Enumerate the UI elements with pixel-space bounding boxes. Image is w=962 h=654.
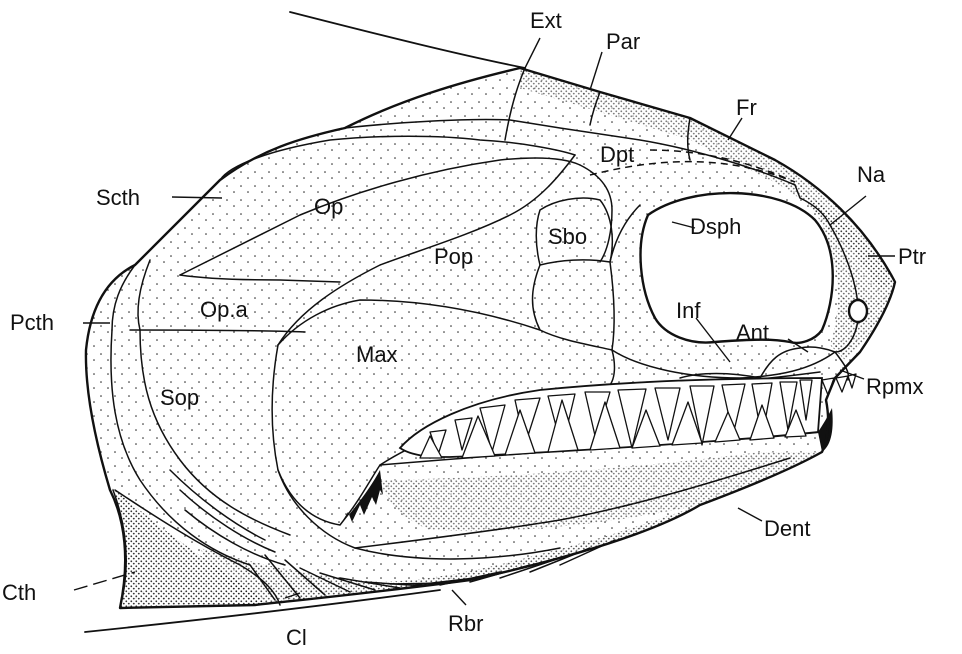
- label-dpt: Dpt: [600, 142, 634, 167]
- label-op: Op: [314, 194, 343, 219]
- label-fr: Fr: [736, 95, 757, 120]
- dorsal-body-line: [290, 12, 525, 68]
- label-ext: Ext: [530, 8, 562, 33]
- label-ptr: Ptr: [898, 244, 926, 269]
- label-na: Na: [857, 162, 886, 187]
- label-rpmx: Rpmx: [866, 374, 923, 399]
- label-opa: Op.a: [200, 297, 248, 322]
- label-dsph: Dsph: [690, 214, 741, 239]
- label-pcth: Pcth: [10, 310, 54, 335]
- label-pop: Pop: [434, 244, 473, 269]
- label-scth: Scth: [96, 185, 140, 210]
- label-max: Max: [356, 342, 398, 367]
- label-sop: Sop: [160, 385, 199, 410]
- label-cth: Cth: [2, 580, 36, 605]
- nostril: [849, 300, 867, 322]
- label-sbo: Sbo: [548, 224, 587, 249]
- label-inf: Inf: [676, 298, 701, 323]
- label-par: Par: [606, 29, 640, 54]
- label-rbr: Rbr: [448, 611, 483, 636]
- label-dent: Dent: [764, 516, 810, 541]
- label-ant: Ant: [736, 320, 769, 345]
- label-cl: Cl: [286, 625, 307, 650]
